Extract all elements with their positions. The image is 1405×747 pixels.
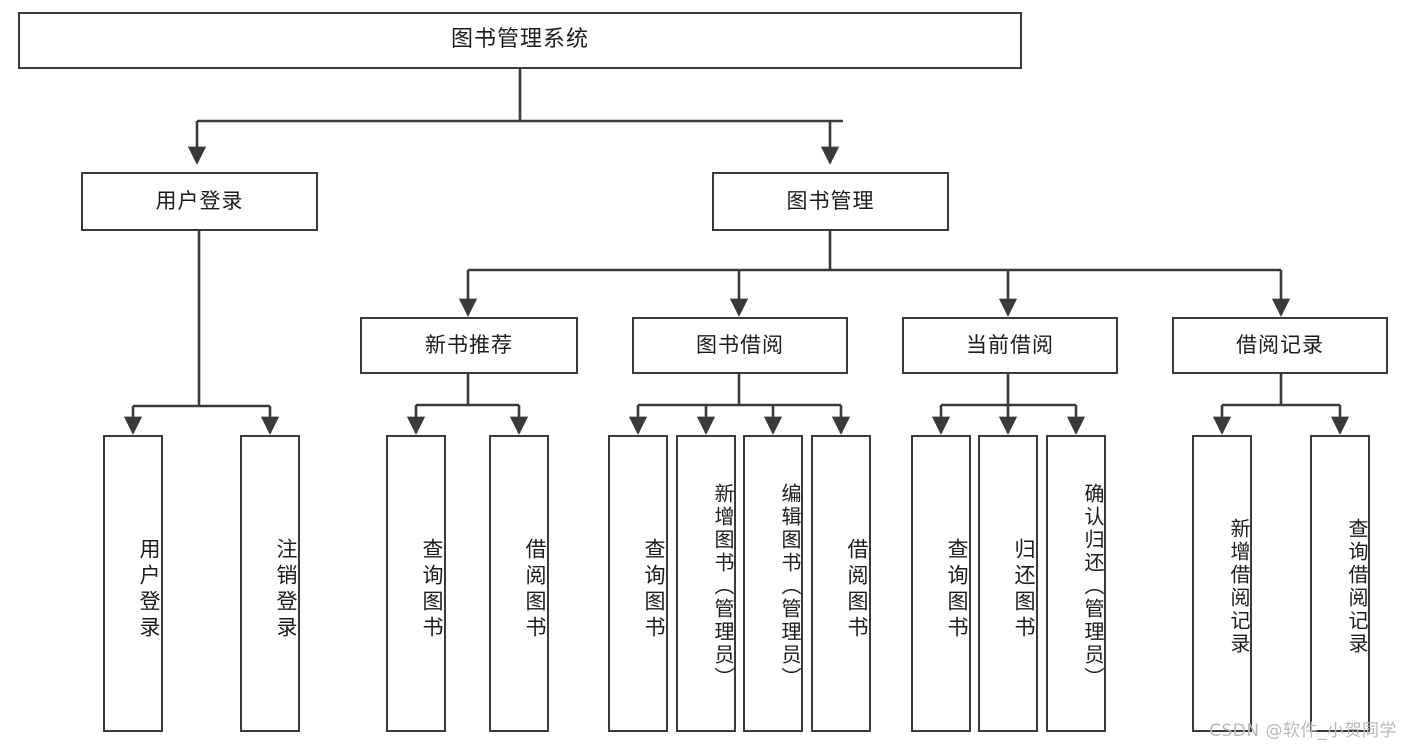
- node-leaf-add-borrow-record[interactable]: 新增借阅记录: [1192, 435, 1252, 732]
- node-leaf-return-book[interactable]: 归还图书: [978, 435, 1038, 732]
- watermark-text: CSDN @软件_小贺同学: [1209, 721, 1397, 741]
- node-leaf-query-book-new-label: 查询图书: [420, 537, 444, 642]
- node-leaf-query-book-borrow-label: 查询图书: [642, 537, 666, 642]
- node-book-borrow-label: 图书借阅: [696, 332, 784, 357]
- node-leaf-logout[interactable]: 注销登录: [240, 435, 300, 732]
- node-leaf-logout-label: 注销登录: [274, 537, 298, 642]
- node-current-borrow-label: 当前借阅: [966, 332, 1054, 357]
- node-current-borrow[interactable]: 当前借阅: [902, 317, 1118, 374]
- node-leaf-edit-book-admin[interactable]: 编辑图书（管理员）: [743, 435, 803, 732]
- node-new-book-recommend[interactable]: 新书推荐: [360, 317, 578, 374]
- node-borrow-record-label: 借阅记录: [1236, 332, 1324, 357]
- node-leaf-return-book-label: 归还图书: [1012, 537, 1036, 642]
- node-leaf-confirm-return-admin[interactable]: 确认归还（管理员）: [1046, 435, 1106, 732]
- node-book-borrow[interactable]: 图书借阅: [632, 317, 848, 374]
- node-book-manage-label: 图书管理: [786, 188, 875, 213]
- node-leaf-query-book-borrow[interactable]: 查询图书: [608, 435, 668, 732]
- node-leaf-user-login-label: 用户登录: [137, 537, 161, 642]
- node-user-login-label: 用户登录: [155, 188, 244, 213]
- node-leaf-borrow-book-new-label: 借阅图书: [523, 537, 547, 642]
- node-book-manage[interactable]: 图书管理: [712, 172, 949, 231]
- node-root-label: 图书管理系统: [450, 27, 589, 53]
- node-user-login[interactable]: 用户登录: [81, 172, 318, 231]
- node-leaf-user-login[interactable]: 用户登录: [103, 435, 163, 732]
- node-leaf-query-borrow-record-label: 查询借阅记录: [1345, 517, 1369, 656]
- node-leaf-query-book-current-label: 查询图书: [945, 537, 969, 642]
- node-leaf-borrow-book-borrow[interactable]: 借阅图书: [811, 435, 871, 732]
- node-leaf-query-book-current[interactable]: 查询图书: [911, 435, 971, 732]
- node-leaf-query-book-new[interactable]: 查询图书: [386, 435, 446, 732]
- node-leaf-add-book-admin-label: 新增图书（管理员）: [711, 483, 735, 690]
- node-leaf-edit-book-admin-label: 编辑图书（管理员）: [778, 483, 802, 690]
- node-leaf-add-book-admin[interactable]: 新增图书（管理员）: [676, 435, 736, 732]
- node-leaf-borrow-book-borrow-label: 借阅图书: [845, 537, 869, 642]
- node-leaf-borrow-book-new[interactable]: 借阅图书: [489, 435, 549, 732]
- node-leaf-add-borrow-record-label: 新增借阅记录: [1227, 517, 1251, 656]
- node-new-book-recommend-label: 新书推荐: [425, 332, 513, 357]
- node-leaf-query-borrow-record[interactable]: 查询借阅记录: [1310, 435, 1370, 732]
- node-root-book-system[interactable]: 图书管理系统: [18, 12, 1022, 69]
- node-leaf-confirm-return-admin-label: 确认归还（管理员）: [1081, 483, 1105, 690]
- node-borrow-record[interactable]: 借阅记录: [1172, 317, 1388, 374]
